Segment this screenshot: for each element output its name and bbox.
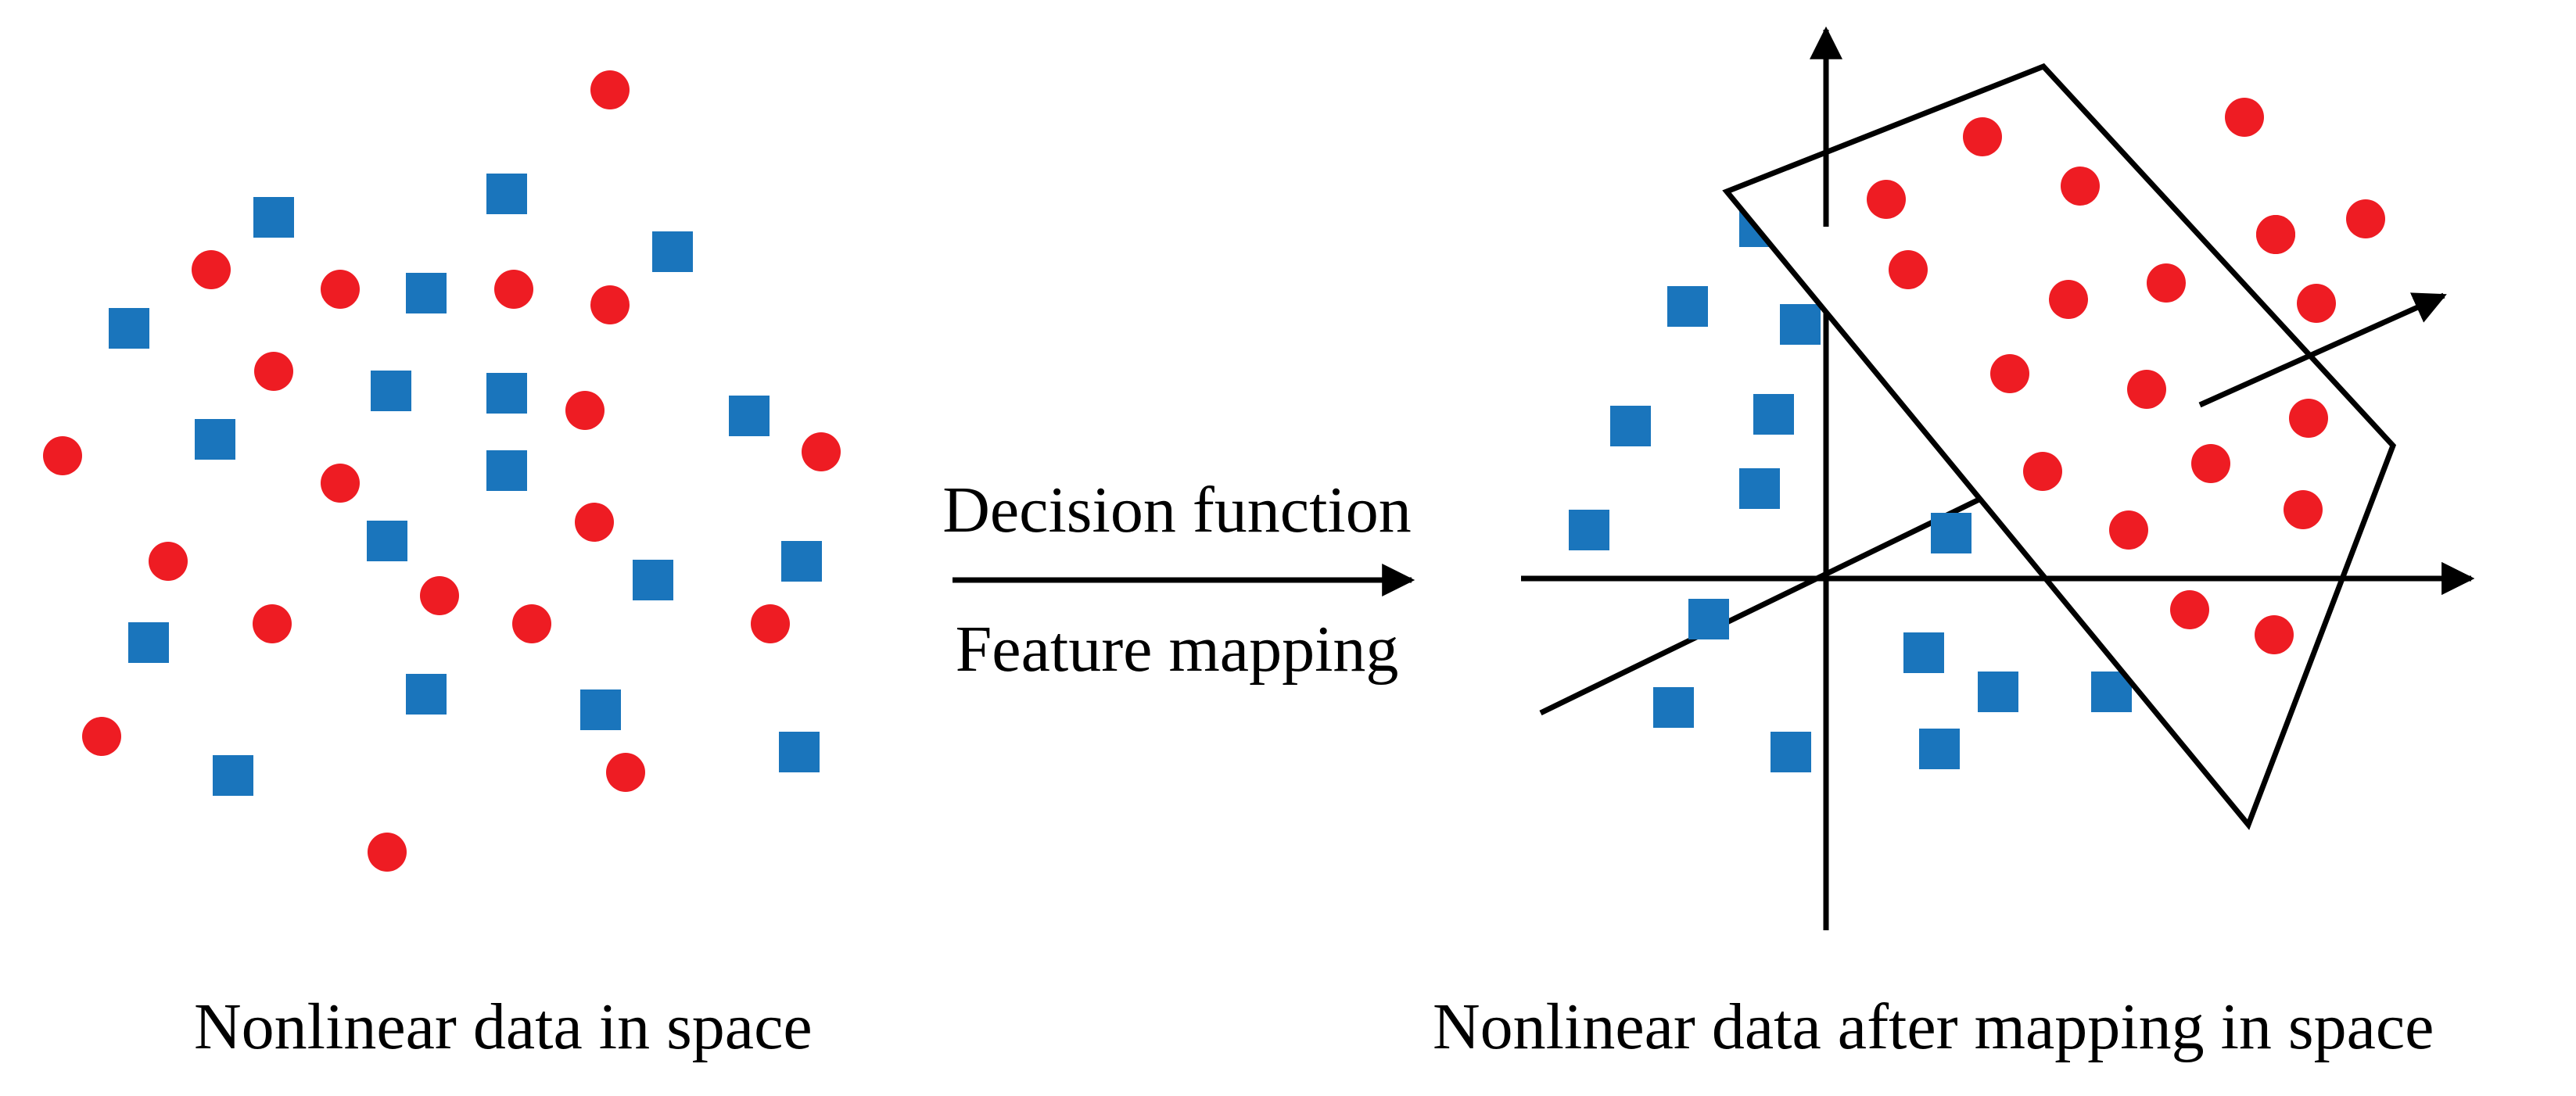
red-circle-point [494,270,533,309]
red-circle-point [2255,615,2294,654]
blue-square-point [1569,510,1609,550]
red-circle-point [1867,180,1906,219]
left-scatter [43,70,841,872]
red-circle-point [192,250,231,289]
separating-hyperplane [1722,63,2397,830]
red-circle-point [2023,452,2062,491]
blue-square-point [1610,406,1651,446]
blue-square-point [781,541,822,582]
red-circle-point [2289,399,2328,438]
red-circle-point [2225,98,2264,137]
red-circle-point [149,542,188,581]
blue-square-point [109,308,149,349]
blue-square-point [486,373,527,414]
blue-square-point [1780,304,1821,345]
red-circle-point [2284,490,2323,529]
blue-square-point [580,689,621,730]
z-axis [1539,491,1992,716]
red-circle-point [368,833,407,872]
blue-square-point [1903,632,1944,673]
blue-square-point [1771,732,1811,772]
red-circle-point [590,70,630,109]
red-circle-point [253,604,292,643]
blue-square-point [406,674,447,715]
red-circle-point [606,753,645,792]
left-caption: Nonlinear data in space [194,990,813,1063]
blue-square-point [1667,286,1708,327]
blue-square-point [253,197,294,238]
red-circle-point [2127,370,2166,409]
red-circle-point [512,604,551,643]
blue-square-point [486,450,527,491]
red-circle-point [1990,354,2029,393]
red-circle-point [2346,199,2385,238]
arrow-label-decision-function: Decision function [942,474,1412,546]
blue-square-point [406,273,447,313]
axis-front-segments [1823,133,2475,595]
blue-square-point [213,755,253,796]
right-caption: Nonlinear data after mapping in space [1433,990,2434,1063]
red-circle-point [575,503,614,542]
red-circle-point [321,270,360,309]
blue-square-point [633,560,673,600]
blue-square-point [1931,513,1971,553]
blue-square-point [1688,599,1729,639]
red-circle-point [590,285,630,324]
blue-square-point [195,419,235,460]
blue-square-point [128,622,169,663]
red-circle-point [321,464,360,503]
red-circle-point [2256,215,2295,254]
red-circle-point [565,391,605,430]
blue-square-point [652,231,693,272]
red-circle-point [254,352,293,391]
blue-square-point [1653,687,1694,728]
red-circle-point [420,576,459,615]
blue-square-point [1978,672,2018,712]
red-circle-point [802,432,841,471]
red-circle-point [2147,263,2186,303]
blue-square-point [486,174,527,214]
blue-square-point [1739,468,1780,509]
arrow-label-feature-mapping: Feature mapping [956,613,1399,686]
red-circle-point [1889,250,1928,289]
blue-square-point [1753,394,1794,435]
red-circle-point [2191,444,2230,483]
red-circle-point [2170,590,2209,629]
blue-square-point [779,732,820,772]
blue-square-point [371,371,411,411]
plane-scatter [1867,117,2336,654]
red-circle-point [751,604,790,643]
red-circle-point [2061,167,2100,206]
blue-square-point [1919,729,1960,769]
normal-vector [2198,292,2447,408]
red-circle-point [1963,117,2002,156]
red-circle-point [2109,510,2148,550]
blue-square-point [367,521,407,561]
red-circle-point [2297,284,2336,323]
blue-square-point [729,396,770,436]
red-circle-point [82,717,121,756]
red-circle-point [43,436,82,475]
red-circle-point [2049,280,2088,319]
